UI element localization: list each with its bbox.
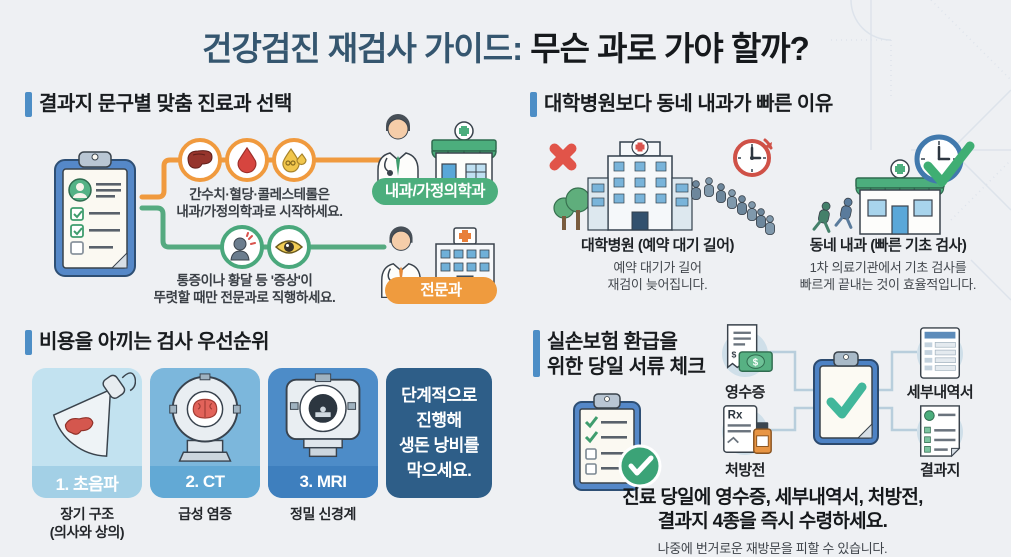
local-clinic-caption-title: 동네 내과 (빠른 기초 검사): [809, 237, 967, 254]
section-documents-header: 실손보험 환급을 위한 당일 서류 체크: [533, 330, 706, 379]
stepwise-note-line4: 막으세요.: [406, 461, 472, 480]
local-clinic-caption: 동네 내과 (빠른 기초 검사) 1차 의료기관에서 기초 검사를 빠르게 끝내…: [782, 234, 994, 293]
dept-internal-medicine-label: 내과/가정의학과: [372, 178, 498, 205]
dept-row2-note-line1: 통증이나 황달 등 '증상'이: [176, 273, 313, 288]
ultrasound-icon: [38, 370, 136, 464]
dept-row1-note-line1: 간수치·혈당·콜레스테롤은: [189, 187, 330, 202]
card-mri-label: 3. MRI: [268, 466, 378, 498]
section-bar-icon: [533, 330, 540, 377]
blood-drop-icon: [225, 138, 269, 182]
section-cost-priority-title: 비용을 아끼는 검사 우선순위: [39, 331, 269, 353]
svg-text:$: $: [753, 357, 759, 368]
card-ultrasound: 1. 초음파: [32, 368, 142, 498]
university-hospital-caption-title: 대학병원 (예약 대기 길어): [581, 237, 735, 254]
svg-text:Rx: Rx: [728, 408, 743, 421]
page-title-part2: 무슨 과로 가야 할까?: [522, 30, 810, 67]
section-cost-priority-header: 비용을 아끼는 검사 우선순위: [25, 330, 269, 355]
card-ultrasound-caption-line1: 장기 구조: [60, 506, 114, 522]
dept-row2-note-line2: 뚜렷할 때만 전문과로 직행하세요.: [153, 290, 336, 305]
result-sheet-label: 결과지: [920, 462, 960, 479]
liver-icon: [178, 138, 222, 182]
receipt-icon: $ $: [718, 322, 776, 378]
doctor-icon: [372, 110, 424, 188]
dept-row1-note: 간수치·혈당·콜레스테롤은 내과/가정의학과로 시작하세요.: [152, 186, 367, 220]
stepwise-note-line1: 단계적으로: [401, 386, 477, 405]
detail-statement-icon: [913, 324, 967, 382]
section-dept-select-header: 결과지 문구별 맞춤 진료과 선택: [25, 92, 292, 117]
page-title: 건강검진 재검사 가이드: 무슨 과로 가야 할까?: [0, 22, 1011, 70]
prescription-label: 처방전: [725, 462, 765, 479]
local-clinic-caption-line1: 1차 의료기관에서 기초 검사를: [809, 260, 967, 275]
dept-specialist-label: 전문과: [385, 277, 497, 304]
section-documents-title-line2: 위한 당일 서류 체크: [547, 355, 706, 378]
card-ct-caption: 급성 염증: [178, 506, 232, 522]
section-clinic-faster-title: 대학병원보다 동네 내과가 빠른 이유: [544, 93, 833, 115]
detail-statement-label: 세부내역서: [906, 384, 974, 401]
local-clinic-caption-line2: 빠르게 끝내는 것이 효율적입니다.: [799, 276, 977, 292]
card-ultrasound-caption: 장기 구조 (의사와 상의): [32, 505, 142, 541]
checklist-badge-icon: [564, 388, 664, 492]
receipt-label: 영수증: [725, 384, 765, 401]
card-ct-label: 2. CT: [150, 466, 260, 498]
page-title-part1: 건강검진 재검사 가이드:: [202, 30, 523, 67]
clock-check-icon: [912, 132, 976, 196]
document-connector-lines-icon: [700, 330, 990, 460]
card-ct: 2. CT: [150, 368, 260, 498]
university-hospital-caption-line2: 재검이 늦어집니다.: [607, 276, 708, 292]
symptom-person-icon: [220, 225, 264, 269]
runners-icon: [812, 196, 860, 238]
documents-footer-small: 나중에 번거로운 재방문을 피할 수 있습니다.: [657, 541, 888, 556]
section-clinic-faster-header: 대학병원보다 동네 내과가 빠른 이유: [530, 92, 833, 117]
card-ultrasound-caption-line2: (의사와 상의): [49, 524, 125, 540]
stepwise-note-line3: 생돈 낭비를: [399, 436, 479, 455]
svg-text:$: $: [732, 350, 737, 360]
clipboard-check-icon: [812, 350, 880, 448]
clipboard-checklist-icon: [48, 146, 142, 284]
eye-icon: [267, 225, 311, 269]
section-bar-icon: [530, 92, 537, 117]
stepwise-note-line2: 진행해: [416, 411, 462, 430]
ct-scanner-icon: [156, 370, 254, 464]
mri-machine-icon: [274, 372, 372, 464]
cholesterol-icon: [272, 138, 316, 182]
section-bar-icon: [25, 92, 32, 117]
section-dept-select-title: 결과지 문구별 맞춤 진료과 선택: [39, 93, 292, 115]
card-mri-caption: 정밀 신경계: [290, 506, 356, 522]
university-hospital-caption-line1: 예약 대기가 길어: [613, 260, 702, 275]
card-mri: 3. MRI: [268, 368, 378, 498]
documents-footer-bold-line2: 결과지 4종을 즉시 수령하세요.: [657, 511, 888, 532]
x-mark-icon: [544, 138, 582, 176]
card-stepwise-note: 단계적으로 진행해 생돈 낭비를 막으세요.: [386, 368, 492, 498]
university-hospital-icon: [550, 134, 730, 238]
dept-row2-note: 통증이나 황달 등 '증상'이 뚜렷할 때만 전문과로 직행하세요.: [122, 272, 367, 306]
section-bar-icon: [25, 330, 32, 355]
university-hospital-caption: 대학병원 (예약 대기 길어) 예약 대기가 길어 재검이 늦어집니다.: [545, 234, 770, 293]
card-ultrasound-label: 1. 초음파: [32, 466, 142, 498]
connector-lines-icon: [138, 130, 388, 260]
section-documents-title-line1: 실손보험 환급을: [547, 331, 678, 353]
dept-row1-note-line2: 내과/가정의학과로 시작하세요.: [176, 204, 343, 219]
clock-icon: [731, 134, 775, 178]
documents-footer: 진료 당일에 영수증, 세부내역서, 처방전, 결과지 4종을 즉시 수령하세요…: [540, 486, 1005, 557]
queue-icon: [688, 176, 780, 238]
documents-footer-bold-line1: 진료 당일에 영수증, 세부내역서, 처방전,: [622, 487, 923, 508]
prescription-icon: Rx: [718, 402, 776, 460]
result-sheet-icon: [913, 402, 967, 460]
